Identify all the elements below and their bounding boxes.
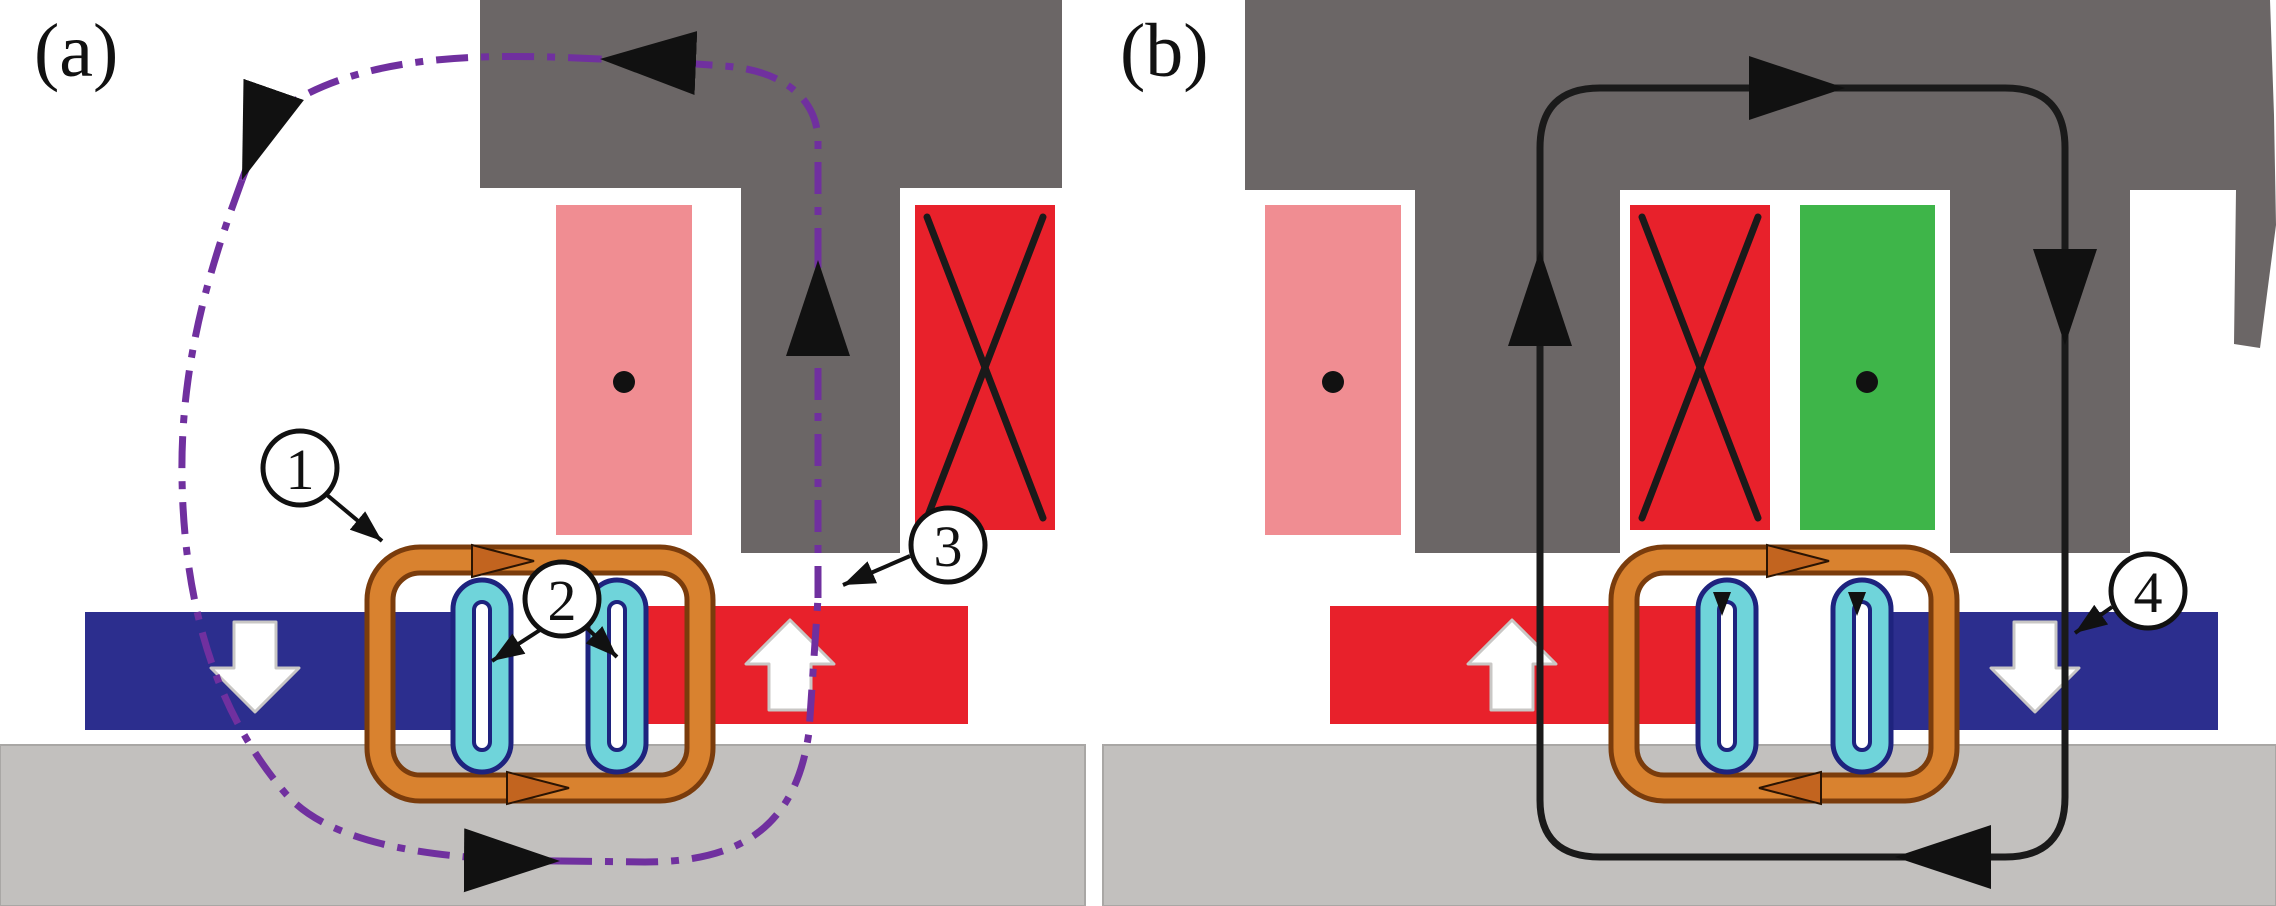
callout-3-circle bbox=[908, 505, 988, 585]
flux-segment-right-down bbox=[1845, 84, 2097, 345]
flux-loop-b bbox=[1508, 56, 2097, 889]
hairpin-inner bbox=[607, 600, 627, 752]
stator-core-b bbox=[1245, 0, 2276, 553]
callout-1-circle bbox=[260, 428, 340, 508]
coil-section-green-b bbox=[1800, 205, 1935, 530]
coil-current-arrow-top-a bbox=[471, 543, 535, 579]
current-out-dot-icon-b1 bbox=[1322, 371, 1344, 393]
hairpin-conductor-b-left bbox=[1695, 577, 1759, 775]
hairpin-conductor-b-right bbox=[1830, 577, 1894, 775]
callout-2-leader-left bbox=[490, 628, 542, 663]
callout-1-label: 1 bbox=[286, 437, 315, 502]
hairpin-current-arrow bbox=[1848, 592, 1866, 616]
cross-line bbox=[1638, 213, 1762, 522]
cross-line bbox=[923, 213, 1047, 522]
mover-base-a bbox=[0, 744, 1086, 906]
hairpin-inner bbox=[1852, 600, 1872, 752]
coil-current-arrow-bottom-a bbox=[506, 770, 570, 806]
flux-segment-bottom-left bbox=[1895, 345, 2069, 889]
panel-b-label: (b) bbox=[1120, 9, 1209, 93]
panel-a-label: (a) bbox=[34, 9, 118, 93]
callout-1-leader bbox=[325, 493, 384, 543]
hairpin-current-arrow bbox=[1713, 592, 1731, 616]
callout-4-leader bbox=[2073, 604, 2114, 635]
stator-core-a bbox=[480, 0, 1062, 553]
current-out-dot-icon-b2 bbox=[1856, 371, 1878, 393]
callout-4-circle bbox=[2108, 551, 2188, 631]
callout-2-circle bbox=[522, 559, 602, 639]
hairpin-inner bbox=[472, 600, 492, 752]
callout-3-leader bbox=[842, 554, 911, 587]
current-in-cross-icon-a bbox=[923, 213, 1047, 522]
flux-segment-close bbox=[559, 597, 822, 866]
magnetization-down-arrow-b bbox=[1989, 620, 2081, 714]
mover-base-b bbox=[1102, 744, 2276, 906]
coil-section-pink-b bbox=[1265, 205, 1401, 535]
flux-segment-close bbox=[1536, 799, 1895, 861]
current-out-dot-icon-a bbox=[613, 371, 635, 393]
callout-2-leader-right bbox=[585, 626, 619, 659]
coil-current-arrow-top-b bbox=[1766, 543, 1830, 579]
flux-segment-bottom-right bbox=[178, 178, 561, 893]
flux-segment-top-left bbox=[599, 31, 822, 260]
coil-section-pink-a bbox=[556, 205, 692, 535]
panel-b: 4 (b) bbox=[1102, 0, 2276, 906]
callout-3-label: 3 bbox=[934, 514, 963, 579]
flux-loop-a bbox=[178, 31, 850, 893]
coil-current-arrow-bottom-b bbox=[1758, 770, 1822, 806]
callout-2-label: 2 bbox=[548, 568, 577, 633]
hairpin-inner bbox=[1717, 600, 1737, 752]
callout-4-label: 4 bbox=[2134, 560, 2163, 625]
magnetization-up-arrow-b bbox=[1466, 618, 1558, 712]
flux-segment-top-right bbox=[1536, 56, 1845, 250]
panel-a: 1 2 3 (a) bbox=[0, 0, 1086, 906]
hairpin-conductor-a-left bbox=[450, 577, 514, 775]
current-in-cross-icon-b bbox=[1638, 213, 1762, 522]
flux-segment-left-down bbox=[238, 52, 601, 182]
magnetization-down-arrow-a bbox=[209, 620, 301, 714]
